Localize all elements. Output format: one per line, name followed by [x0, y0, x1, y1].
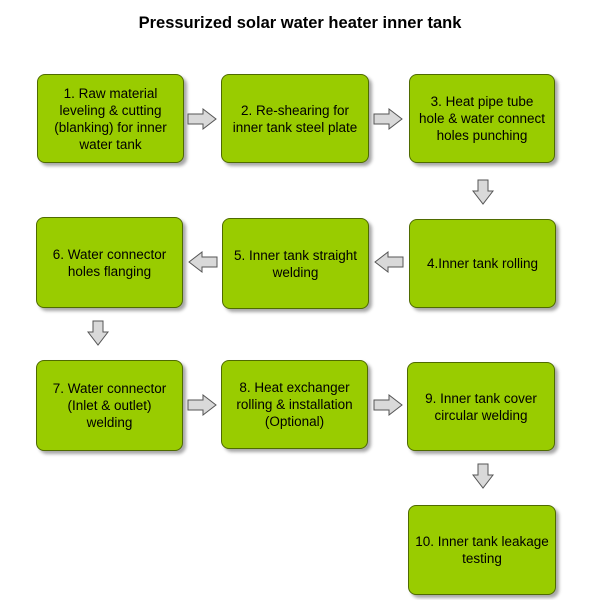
step-2-re-shearing: 2. Re-shearing for inner tank steel plat… — [221, 74, 369, 163]
step-4-rolling: 4.Inner tank rolling — [409, 219, 556, 308]
arrow-right-icon — [187, 108, 217, 130]
arrow-down-icon — [87, 320, 109, 346]
diagram-title: Pressurized solar water heater inner tan… — [138, 14, 462, 32]
arrow-right-icon — [187, 394, 217, 416]
arrow-down-icon — [472, 179, 494, 205]
arrow-down-icon — [472, 463, 494, 489]
arrow-right-icon — [373, 108, 403, 130]
arrow-right-icon — [373, 394, 403, 416]
step-3-punching: 3. Heat pipe tube hole & water connect h… — [409, 74, 555, 163]
step-7-connector-welding: 7. Water connector (Inlet & outlet) weld… — [36, 360, 183, 451]
arrow-left-icon — [188, 251, 218, 273]
step-5-straight-welding: 5. Inner tank straight welding — [222, 218, 369, 309]
step-9-cover-welding: 9. Inner tank cover circular welding — [407, 362, 555, 451]
step-1-raw-material-cutting: 1. Raw material leveling & cutting (blan… — [37, 74, 184, 163]
step-6-flanging: 6. Water connector holes flanging — [36, 217, 183, 308]
step-8-heat-exchanger: 8. Heat exchanger rolling & installation… — [221, 360, 368, 449]
step-10-leakage-testing: 10. Inner tank leakage testing — [408, 505, 556, 595]
arrow-left-icon — [374, 251, 404, 273]
